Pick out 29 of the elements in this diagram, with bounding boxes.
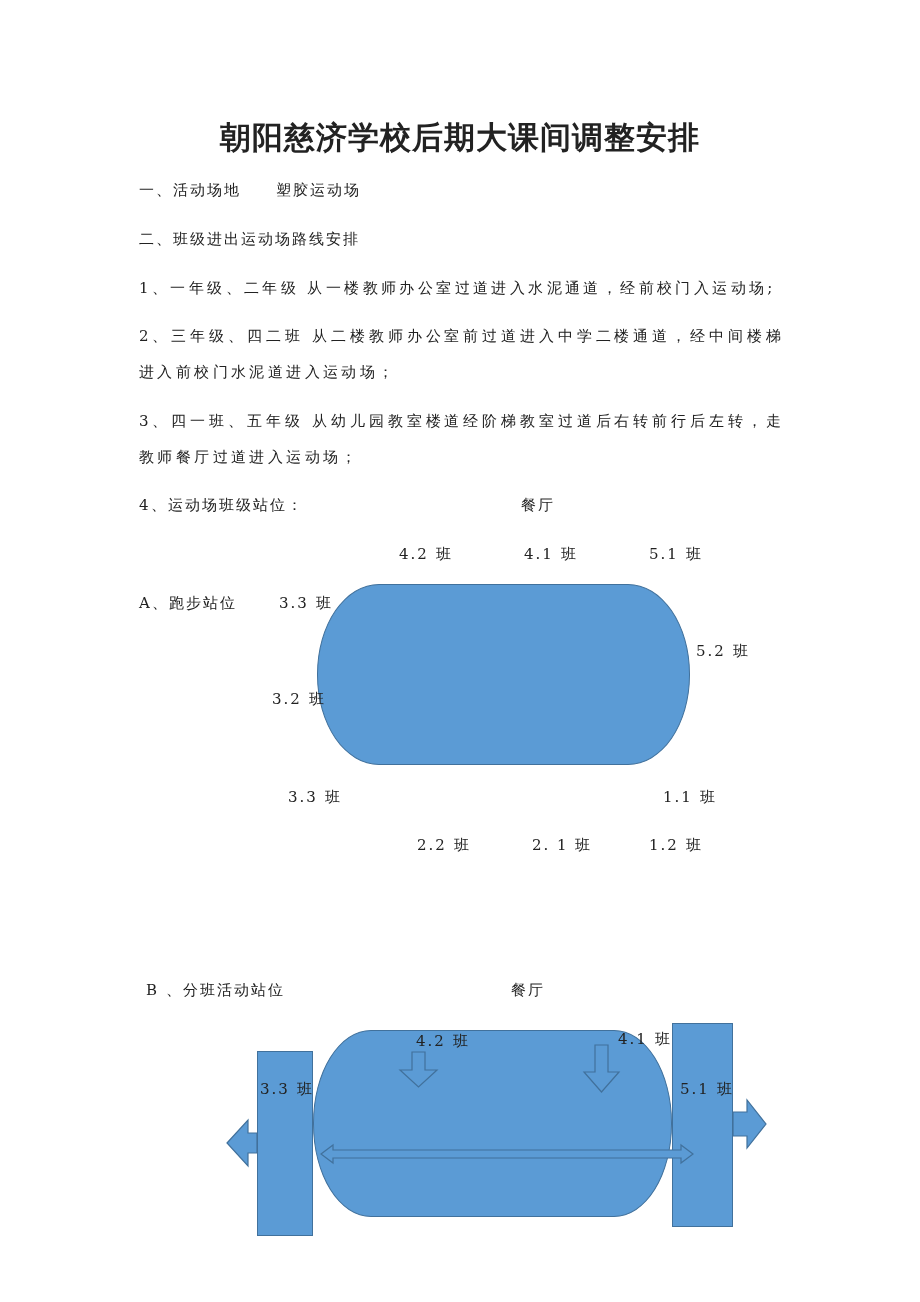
class-area — [672, 1023, 733, 1227]
class-label: 4.2 班 — [416, 1031, 470, 1051]
activity-track — [313, 1030, 672, 1217]
class-label: 3.3 班 — [260, 1079, 314, 1099]
class-label: 5.1 班 — [680, 1079, 734, 1099]
class-label: 4.1 班 — [618, 1029, 672, 1049]
class-label: 2. 1 班 — [532, 835, 593, 855]
class-label: 5.2 班 — [696, 641, 750, 661]
paragraph: 1、一年级、二年级 从一楼教师办公室过道进入水泥通道，经前校门入运动场; — [139, 278, 777, 299]
heading-text: B 、分班活动站位 — [146, 980, 285, 1000]
place-label: 餐厅 — [511, 980, 545, 1000]
venue-text: 塑胶运动场 — [276, 180, 361, 200]
class-label: 1.2 班 — [649, 835, 703, 855]
class-label: 4.1 班 — [524, 544, 578, 564]
heading-text: 4、运动场班级站位： — [139, 495, 304, 515]
class-label: 1.1 班 — [663, 787, 717, 807]
class-area — [257, 1051, 313, 1236]
heading-text: A、跑步站位 — [139, 593, 237, 613]
paragraph: 3、四一班、五年级 从幼儿园教室楼道经阶梯教室过道后右转前行后左转，走教师餐厅过道进入运动场； — [139, 411, 784, 468]
class-label: 2.2 班 — [417, 835, 471, 855]
heading-text: 二、班级进出运动场路线安排 — [139, 229, 360, 249]
place-label: 餐厅 — [521, 495, 555, 515]
class-label: 4.2 班 — [399, 544, 453, 564]
class-label: 3.3 班 — [288, 787, 342, 807]
class-label: 5.1 班 — [649, 544, 703, 564]
heading-text: 一、活动场地 — [139, 180, 241, 200]
title: 朝阳慈济学校后期大课间调整安排 — [218, 118, 701, 157]
class-label: 3.3 班 — [279, 593, 333, 613]
paragraph: 2、三年级、四二班 从二楼教师办公室前过道进入中学二楼通道，经中间楼梯进入前校门水泥道进入运动场； — [139, 326, 784, 383]
